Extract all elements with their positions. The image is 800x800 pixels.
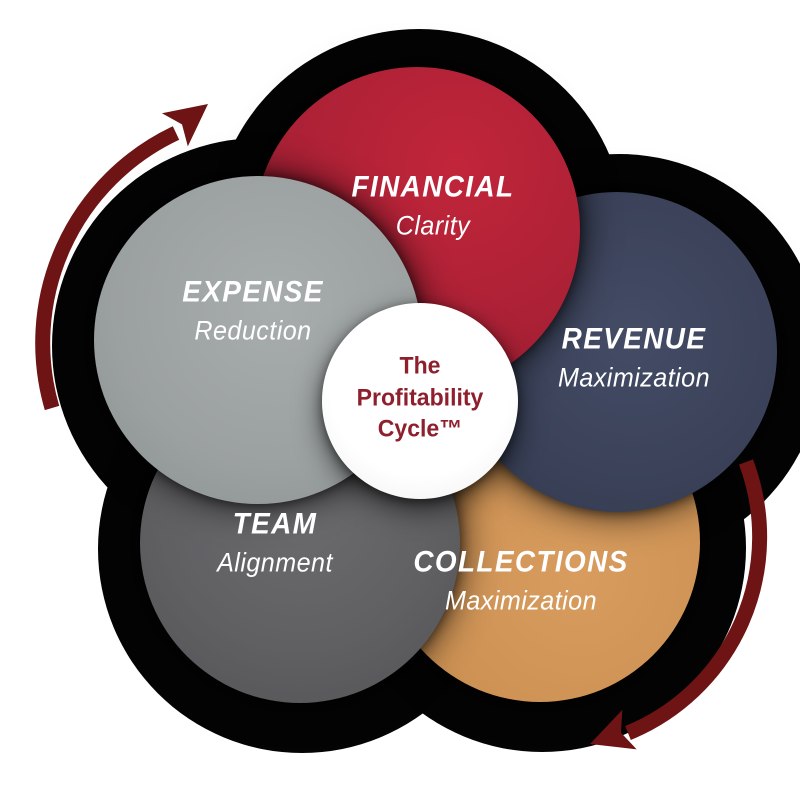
team-label: TEAM Alignment bbox=[217, 507, 333, 578]
center-line-3: Cycle™ bbox=[377, 415, 463, 443]
collections-subtitle: Maximization bbox=[444, 585, 598, 616]
team-subtitle: Alignment bbox=[217, 547, 333, 578]
expense-title: EXPENSE bbox=[182, 275, 324, 309]
arrowhead-top-left-icon bbox=[161, 104, 208, 147]
financial-subtitle: Clarity bbox=[395, 210, 471, 241]
collections-title: COLLECTIONS bbox=[413, 545, 629, 579]
team-title: TEAM bbox=[232, 507, 318, 541]
revenue-subtitle: Maximization bbox=[557, 362, 711, 393]
collections-label: COLLECTIONS Maximization bbox=[413, 545, 629, 616]
center-badge-text: The Profitability Cycle™ bbox=[357, 350, 484, 445]
center-line-1: The bbox=[399, 352, 441, 380]
expense-subtitle: Reduction bbox=[194, 315, 312, 346]
financial-label: FINANCIAL Clarity bbox=[351, 170, 515, 241]
revenue-title: REVENUE bbox=[561, 322, 707, 356]
expense-label: EXPENSE Reduction bbox=[182, 275, 324, 346]
center-badge bbox=[322, 303, 518, 499]
center-line-2: Profitability bbox=[356, 384, 484, 412]
financial-title: FINANCIAL bbox=[351, 170, 515, 204]
revenue-label: REVENUE Maximization bbox=[557, 322, 711, 393]
